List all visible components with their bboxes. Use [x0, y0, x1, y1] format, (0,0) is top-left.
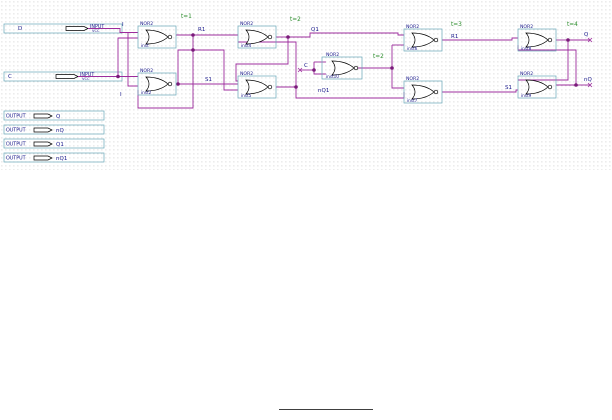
pin-sub: VCC — [82, 77, 90, 81]
gate-type: NOR2 — [326, 52, 339, 58]
net-label-q1: Q1 — [311, 27, 319, 33]
net-label-s1: S1 — [205, 77, 212, 83]
net-label-s1-right: S1 — [505, 85, 512, 91]
x-marker-nq — [587, 82, 593, 88]
output-pin-nq1[interactable]: OUTPUT nQ1 — [3, 152, 105, 163]
nor-gate-inst5[interactable]: NOR2 inst5 — [237, 71, 277, 99]
nor-gate-inst10[interactable]: NOR2 inst10 — [321, 52, 363, 80]
x-marker-q — [587, 37, 593, 43]
net-label-r1-right: R1 — [451, 34, 458, 40]
output-pin-nq[interactable]: OUTPUT nQ — [3, 124, 105, 135]
pin-kind: INPUT — [90, 24, 104, 30]
pin-name: nQ1 — [56, 156, 67, 162]
gate-instance: inst8 — [521, 46, 532, 51]
pin-name: nQ — [56, 128, 64, 134]
gate-instance: inst9 — [521, 93, 532, 98]
gate-type: NOR2 — [240, 71, 253, 77]
gate-type: NOR2 — [520, 24, 533, 30]
gate-instance: inst7 — [407, 98, 418, 103]
pin-kind: OUTPUT — [6, 156, 26, 162]
output-pin-q1[interactable]: OUTPUT Q1 — [3, 138, 105, 149]
step-label-t3: t=3 — [451, 22, 462, 28]
step-label-t2: t=2 — [290, 17, 301, 23]
gate-type: NOR2 — [140, 68, 153, 74]
gate-type: NOR2 — [406, 24, 419, 30]
net-label-i-bottom: I — [120, 92, 122, 98]
gate-type: NOR2 — [240, 21, 253, 27]
nor-gate-inst7[interactable]: NOR2 inst7 — [403, 76, 443, 104]
nor-gate-inst6[interactable]: NOR2 inst6 — [403, 24, 443, 52]
net-label-c-mid: C — [304, 63, 308, 69]
step-label-t2b: t=2 — [373, 54, 384, 60]
pin-kind: INPUT — [80, 72, 94, 78]
gate-instance: inst4 — [241, 43, 252, 48]
x-marker-c — [297, 67, 303, 73]
gate-type: NOR2 — [520, 71, 533, 77]
nor-gate-inst[interactable]: NOR2 inst — [137, 21, 177, 49]
gate-instance: inst2 — [141, 90, 152, 95]
pin-name: D — [18, 26, 22, 32]
net-label-i-top: I — [122, 22, 124, 28]
pin-kind: OUTPUT — [6, 114, 26, 120]
pin-kind: OUTPUT — [6, 128, 26, 134]
gate-instance: inst5 — [241, 93, 252, 98]
pin-name: C — [8, 74, 12, 80]
pin-name: Q — [56, 114, 61, 120]
input-pin-d[interactable]: D INPUT VCC — [3, 23, 123, 34]
nor-gate-inst4[interactable]: NOR2 inst4 — [237, 21, 277, 49]
nor-gate-inst9[interactable]: NOR2 inst9 — [517, 71, 557, 99]
net-label-nq1: nQ1 — [318, 88, 329, 94]
pin-name: Q1 — [56, 142, 64, 148]
net-label-q: Q — [584, 32, 589, 38]
gate-type: NOR2 — [406, 76, 419, 82]
gate-instance: inst10 — [326, 74, 339, 79]
net-label-nq: nQ — [584, 77, 592, 83]
nor-gate-inst2[interactable]: NOR2 inst2 — [137, 68, 177, 96]
gate-instance: inst — [141, 43, 149, 48]
gate-instance: inst6 — [407, 46, 418, 51]
junctions — [116, 33, 578, 89]
pin-sub: VCC — [92, 29, 100, 33]
output-pin-q[interactable]: OUTPUT Q — [3, 110, 105, 121]
step-label-t4: t=4 — [567, 22, 578, 28]
gate-type: NOR2 — [140, 21, 153, 27]
pin-kind: OUTPUT — [6, 142, 26, 148]
net-label-r1: R1 — [198, 27, 205, 33]
nor-gate-inst8[interactable]: NOR2 inst8 — [517, 24, 557, 52]
step-label-t1: t=1 — [181, 14, 192, 20]
